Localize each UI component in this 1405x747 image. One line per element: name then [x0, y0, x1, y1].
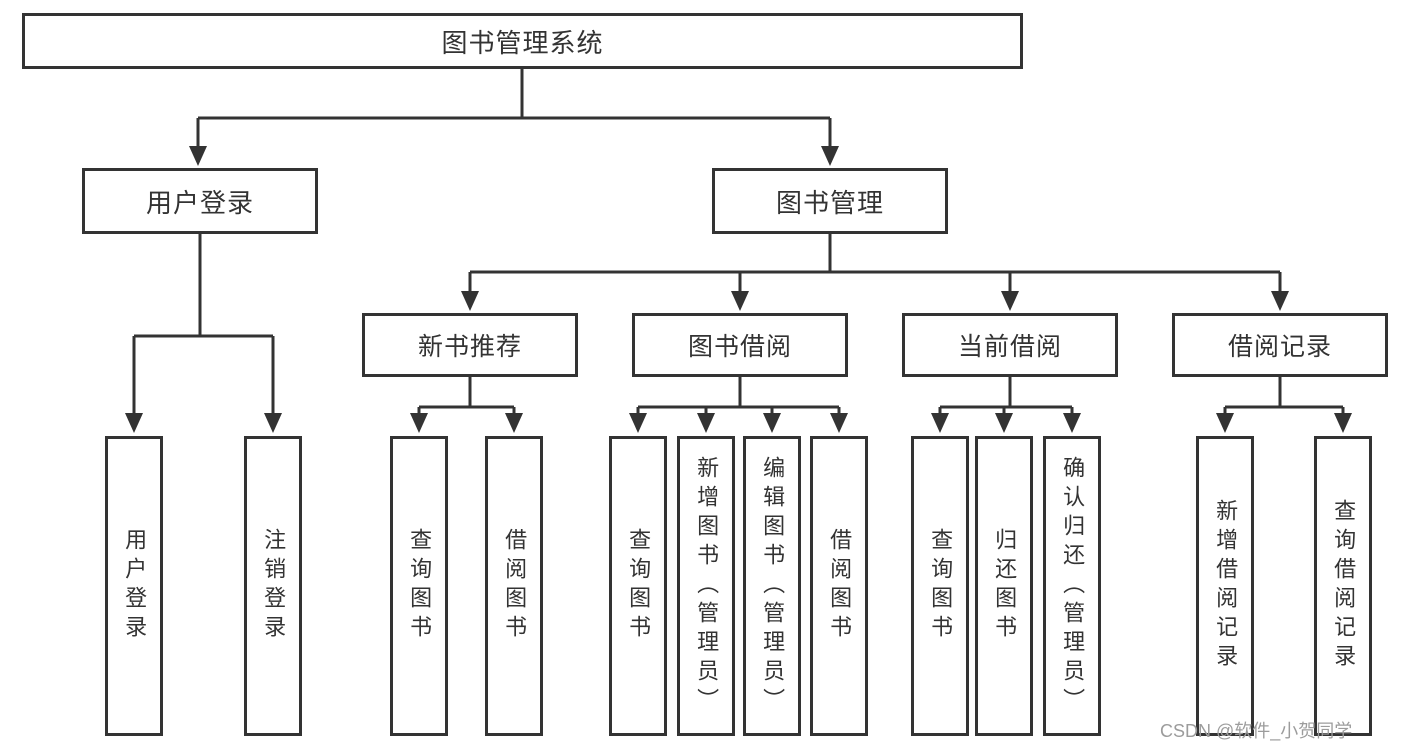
leaf-query-book-3-label: 查询图书 [928, 528, 954, 644]
leaf-add-book-admin: 新增图书（管理员） [677, 436, 735, 736]
csdn-watermark: CSDN @软件_小贺同学 [1160, 721, 1353, 741]
leaf-confirm-return-admin: 确认归还（管理员） [1043, 436, 1101, 736]
arrowhead-leaf-confirm-return [1063, 413, 1081, 433]
node-library-management-system: 图书管理系统 [22, 13, 1023, 69]
connector-borrow-records-branch [1223, 377, 1345, 417]
connector-new-book-recommend-branch [417, 377, 516, 417]
leaf-add-borrow-record-label: 新增借阅记录 [1213, 499, 1239, 673]
leaf-query-book-2-label: 查询图书 [626, 528, 652, 644]
leaf-query-book-1: 查询图书 [390, 436, 448, 736]
leaf-edit-book-admin-label: 编辑图书（管理员） [760, 455, 786, 717]
node-user-login: 用户登录 [82, 168, 318, 234]
leaf-edit-book-admin: 编辑图书（管理员） [743, 436, 801, 736]
arrowhead-user-login [189, 146, 207, 166]
connector-root-to-level2 [196, 69, 832, 150]
leaf-add-borrow-record: 新增借阅记录 [1196, 436, 1254, 736]
leaf-borrow-book-2-label: 借阅图书 [827, 528, 853, 644]
arrowhead-book-management [821, 146, 839, 166]
node-book-management: 图书管理 [712, 168, 948, 234]
node-borrow-records: 借阅记录 [1172, 313, 1388, 377]
leaf-return-book: 归还图书 [975, 436, 1033, 736]
leaf-logout-label: 注销登录 [261, 528, 287, 644]
arrowhead-leaf-borrow-book-1 [505, 413, 523, 433]
arrowhead-leaf-user-login [125, 413, 143, 433]
leaf-add-book-admin-label: 新增图书（管理员） [694, 455, 720, 717]
leaf-query-book-1-label: 查询图书 [407, 528, 433, 644]
arrowhead-leaf-add-borrow-record [1216, 413, 1234, 433]
leaf-borrow-book-2: 借阅图书 [810, 436, 868, 736]
connector-current-borrow-branch [938, 377, 1074, 417]
connector-user-login-branch [132, 234, 275, 417]
arrowhead-leaf-query-book-2 [629, 413, 647, 433]
leaf-borrow-book-1-label: 借阅图书 [502, 528, 528, 644]
leaf-user-login-label: 用户登录 [122, 528, 148, 644]
node-new-book-recommend: 新书推荐 [362, 313, 578, 377]
arrowhead-leaf-logout [264, 413, 282, 433]
connector-book-borrow-branch [636, 377, 841, 417]
leaf-borrow-book-1: 借阅图书 [485, 436, 543, 736]
arrowhead-new-book-recommend [461, 291, 479, 311]
arrowhead-current-borrow [1001, 291, 1019, 311]
leaf-user-login: 用户登录 [105, 436, 163, 736]
node-book-borrow: 图书借阅 [632, 313, 848, 377]
arrowhead-leaf-borrow-book-2 [830, 413, 848, 433]
leaf-return-book-label: 归还图书 [992, 528, 1018, 644]
leaf-query-borrow-record-label: 查询借阅记录 [1331, 499, 1357, 673]
arrowhead-leaf-query-book-3 [931, 413, 949, 433]
leaf-query-book-3: 查询图书 [911, 436, 969, 736]
node-current-borrow: 当前借阅 [902, 313, 1118, 377]
leaf-query-borrow-record: 查询借阅记录 [1314, 436, 1372, 736]
arrowhead-leaf-query-book-1 [410, 413, 428, 433]
arrowhead-leaf-query-borrow-record [1334, 413, 1352, 433]
arrowhead-borrow-records [1271, 291, 1289, 311]
leaf-confirm-return-admin-label: 确认归还（管理员） [1060, 455, 1086, 717]
arrowhead-leaf-edit-book [763, 413, 781, 433]
leaf-logout: 注销登录 [244, 436, 302, 736]
arrowhead-leaf-add-book [697, 413, 715, 433]
connector-book-management-branch [468, 234, 1282, 295]
arrowhead-book-borrow [731, 291, 749, 311]
arrowhead-leaf-return-book [995, 413, 1013, 433]
leaf-query-book-2: 查询图书 [609, 436, 667, 736]
